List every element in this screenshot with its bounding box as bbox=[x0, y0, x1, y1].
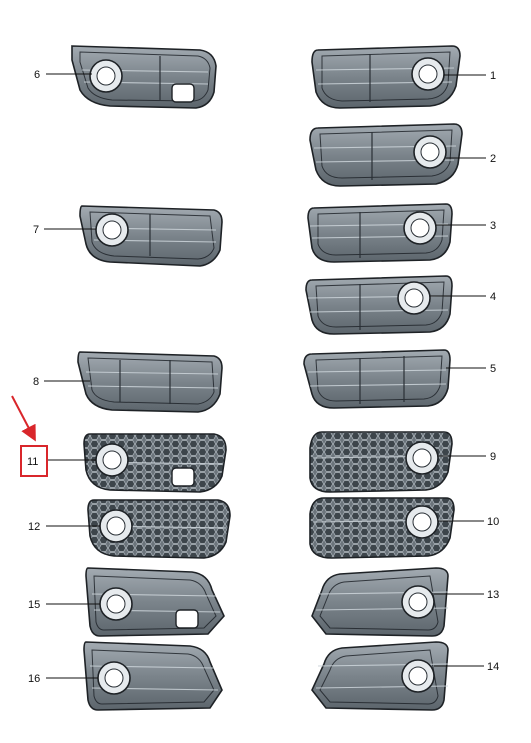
part-1-grille bbox=[311, 45, 461, 109]
callout-labels: 6 1 2 7 3 4 8 5 11 9 12 10 15 13 16 14 bbox=[27, 69, 499, 685]
part-9-honeycomb-grille bbox=[309, 431, 453, 493]
part-13-grille-panel bbox=[311, 567, 449, 637]
callout-6: 6 bbox=[34, 69, 40, 81]
highlight-annotation bbox=[11, 395, 48, 477]
callout-10: 10 bbox=[487, 516, 499, 528]
callout-1: 1 bbox=[490, 70, 496, 82]
part-14-grille-panel bbox=[311, 641, 449, 711]
part-7-grille bbox=[79, 205, 223, 267]
red-arrow-icon bbox=[11, 395, 36, 442]
callout-4: 4 bbox=[490, 291, 496, 303]
callout-12: 12 bbox=[28, 521, 40, 533]
part-15-grille-panel bbox=[85, 567, 225, 637]
part-2-grille bbox=[309, 123, 463, 187]
highlight-box-icon bbox=[20, 445, 48, 477]
part-11-honeycomb-grille bbox=[83, 433, 227, 493]
callout-5: 5 bbox=[490, 363, 496, 375]
callout-7: 7 bbox=[33, 224, 39, 236]
callout-14: 14 bbox=[487, 661, 499, 673]
leader-lines bbox=[44, 73, 486, 679]
part-8-grille bbox=[77, 351, 223, 413]
callout-2: 2 bbox=[490, 153, 496, 165]
part-4-grille bbox=[305, 275, 453, 335]
part-10-honeycomb-grille bbox=[309, 497, 455, 559]
part-3-grille bbox=[307, 203, 453, 263]
part-6-grille bbox=[71, 45, 217, 109]
callout-9: 9 bbox=[490, 451, 496, 463]
callout-3: 3 bbox=[490, 220, 496, 232]
callout-11: 11 bbox=[27, 456, 38, 468]
callout-8: 8 bbox=[33, 376, 39, 388]
part-16-grille-panel bbox=[83, 641, 223, 711]
part-12-honeycomb-grille bbox=[87, 499, 231, 559]
callout-13: 13 bbox=[487, 589, 499, 601]
part-5-grille bbox=[303, 349, 451, 409]
callout-16: 16 bbox=[28, 673, 40, 685]
callout-15: 15 bbox=[28, 599, 40, 611]
